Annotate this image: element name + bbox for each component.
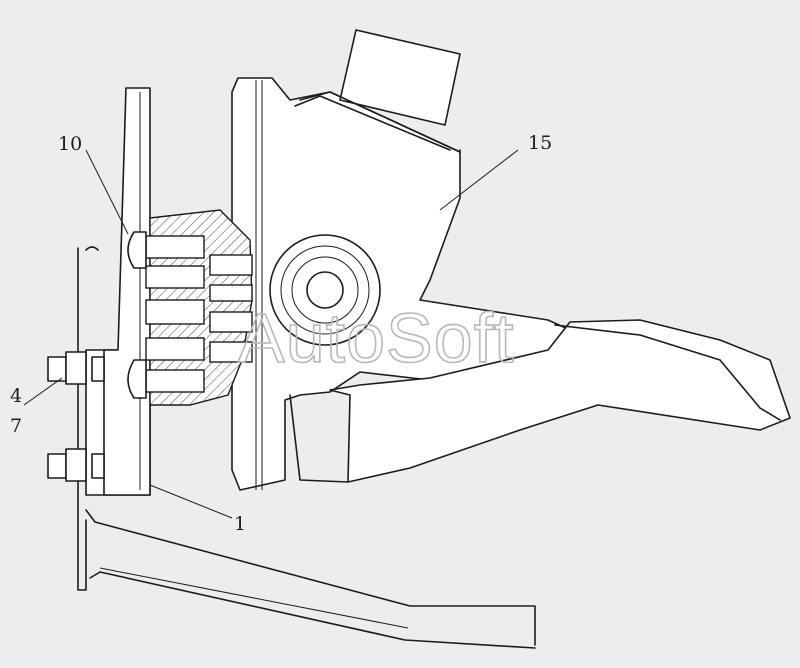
leaders bbox=[23, 149, 519, 519]
mounting-bracket bbox=[85, 87, 151, 496]
pedal-arm bbox=[289, 319, 791, 483]
bolt-lower bbox=[47, 448, 105, 482]
watermark-text: AutoSoft bbox=[238, 299, 515, 377]
callout-7: 7 bbox=[10, 415, 22, 437]
callout-1: 1 bbox=[234, 513, 246, 535]
bolt-upper bbox=[47, 351, 105, 385]
callout-4: 4 bbox=[10, 385, 22, 407]
callout-15: 15 bbox=[528, 132, 552, 154]
section-view bbox=[127, 209, 253, 406]
callout-10: 10 bbox=[58, 133, 82, 155]
pivot-boss bbox=[269, 234, 381, 346]
floor-plate bbox=[77, 247, 536, 649]
